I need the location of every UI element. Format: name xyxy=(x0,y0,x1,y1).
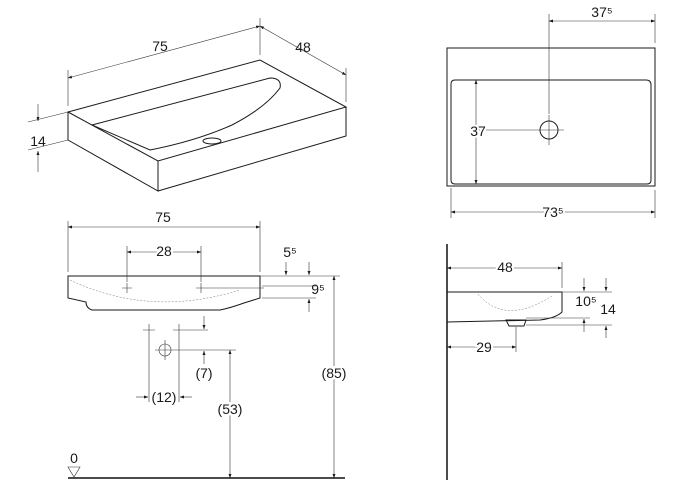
side-outlet xyxy=(505,319,527,327)
dim-rim-a-label: 5⁵ xyxy=(283,244,297,260)
side-bowl-hidden xyxy=(477,293,553,311)
dim-width-label: 73⁵ xyxy=(542,204,563,220)
top-bowl xyxy=(450,79,652,185)
basin-right-face xyxy=(157,107,347,192)
dim-thk-a-label: 10⁵ xyxy=(575,293,596,309)
dim-width-label: 75 xyxy=(155,209,171,225)
hole-mark-right xyxy=(196,283,206,293)
dim-spacing-label: (12) xyxy=(152,389,177,405)
dim-depth-line xyxy=(259,25,347,76)
dim-thk-b-label: 14 xyxy=(600,301,616,317)
basin-bowl xyxy=(90,77,281,151)
dim-depth-label: 48 xyxy=(497,259,513,275)
basin-front-face xyxy=(67,112,159,192)
dim-height-label: 14 xyxy=(30,133,46,149)
front-view: 75 28 5⁵ 9⁵ (85) (7) (12) (53) 0 xyxy=(67,209,349,479)
dim-holes-label: 28 xyxy=(156,243,172,259)
basin-top-outline xyxy=(66,59,348,162)
top-outline xyxy=(446,47,656,187)
dim-height-label: 37 xyxy=(470,123,486,139)
dim-rim-b-label: 9⁵ xyxy=(311,281,325,297)
hole-mark-left xyxy=(122,283,132,293)
isometric-view: 75 48 14 xyxy=(27,18,348,192)
side-view: 48 10⁵ 14 29 xyxy=(446,244,616,480)
dim-drop-label: (7) xyxy=(195,365,212,381)
dim-depth-label: 48 xyxy=(295,39,311,55)
ext-line xyxy=(27,111,69,123)
fixing-mark-right xyxy=(173,324,185,336)
front-bowl-hidden xyxy=(69,279,241,303)
floor-label: 0 xyxy=(70,450,78,466)
dim-waste-label: (53) xyxy=(218,401,243,417)
floor-triangle xyxy=(67,466,81,478)
dim-offset-label: 37⁵ xyxy=(591,4,612,20)
dim-width-line xyxy=(67,25,261,79)
ext-line xyxy=(27,139,69,151)
side-basin xyxy=(446,291,563,323)
fixing-mark-left xyxy=(143,324,155,336)
drain-hole xyxy=(202,137,222,145)
top-view: 37⁵ 37 73⁵ xyxy=(446,4,656,222)
dim-total-label: (85) xyxy=(322,365,347,381)
front-rim xyxy=(67,275,261,311)
dim-outlet-label: 29 xyxy=(476,339,492,355)
dim-width-label: 75 xyxy=(152,38,168,54)
